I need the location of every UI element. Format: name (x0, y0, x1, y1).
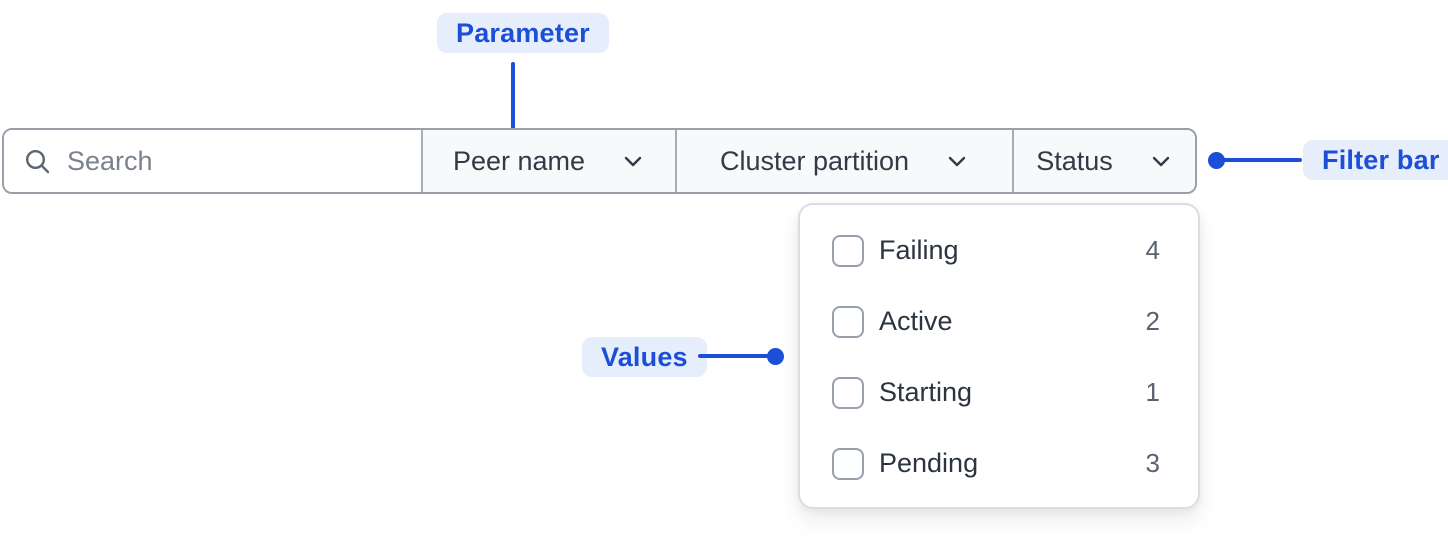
chevron-down-icon (621, 149, 645, 173)
search-input[interactable] (67, 145, 421, 177)
status-option-failing[interactable]: Failing 4 (800, 215, 1198, 286)
status-option-label: Starting (879, 377, 973, 407)
chevron-down-icon (945, 149, 969, 173)
values-connector-dot (767, 348, 784, 365)
checkbox[interactable] (832, 447, 864, 480)
status-dropdown-panel: Failing 4 Active 2 Starting 1 Pending 3 (798, 203, 1200, 509)
chevron-down-icon (1149, 149, 1173, 173)
filter-bar-connector-dot (1208, 152, 1225, 169)
checkbox[interactable] (832, 305, 864, 338)
filter-bar-connector-line (1222, 158, 1302, 162)
checkbox[interactable] (832, 376, 864, 409)
status-option-count: 2 (1145, 306, 1160, 336)
status-option-active[interactable]: Active 2 (800, 286, 1198, 357)
status-dropdown-label: Status (1036, 145, 1113, 176)
cluster-partition-dropdown-button[interactable]: Cluster partition (675, 130, 1012, 192)
status-option-pending[interactable]: Pending 3 (800, 428, 1198, 499)
checkbox[interactable] (832, 234, 864, 267)
parameter-connector-line (511, 62, 515, 144)
values-annotation-label: Values (582, 337, 707, 377)
parameter-annotation-label: Parameter (437, 13, 609, 53)
status-option-starting[interactable]: Starting 1 (800, 357, 1198, 428)
search-icon (24, 148, 51, 175)
status-option-label: Active (879, 306, 953, 336)
status-option-count: 3 (1145, 448, 1160, 478)
search-field[interactable] (4, 130, 421, 192)
status-option-count: 1 (1145, 377, 1160, 407)
filter-bar-annotation-label: Filter bar (1303, 140, 1448, 180)
peer-name-dropdown-button[interactable]: Peer name (421, 130, 675, 192)
status-option-count: 4 (1145, 235, 1160, 265)
cluster-partition-dropdown-label: Cluster partition (719, 145, 910, 176)
status-dropdown-button[interactable]: Status (1012, 130, 1195, 192)
status-option-label: Failing (879, 235, 959, 265)
values-connector-line (698, 354, 772, 358)
status-option-label: Pending (879, 448, 979, 478)
peer-name-dropdown-label: Peer name (452, 145, 586, 176)
filter-bar: Peer name Cluster partition Status (2, 128, 1197, 194)
